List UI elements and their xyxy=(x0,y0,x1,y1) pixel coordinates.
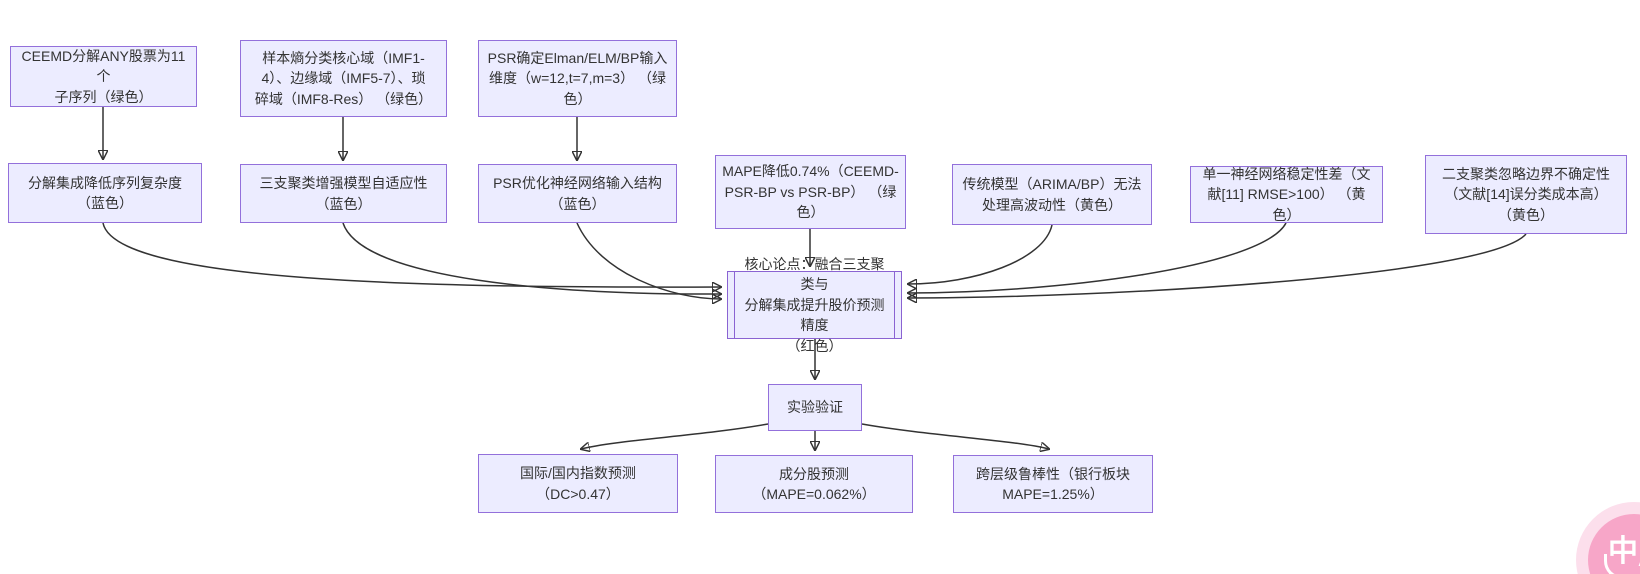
node-traditional-limit-label: 传统模型（ARIMA/BP）无法 处理高波动性（黄色） xyxy=(962,176,1142,213)
node-psr-dimension-label: PSR确定Elman/ELM/BP输入 维度（w=12,t=7,m=3） （绿 … xyxy=(487,49,668,107)
node-mape-improvement: MAPE降低0.74%（CEEMD- PSR-BP vs PSR-BP） （绿 … xyxy=(715,155,906,229)
node-single-nn-instability: 单一神经网络稳定性差（文 献[11] RMSE>100） （黄色） xyxy=(1190,166,1383,223)
node-sample-entropy-label: 样本熵分类核心域（IMF1- 4）、边缘域（IMF5-7）、琐 碎域（IMF8-… xyxy=(254,49,433,107)
node-core-thesis: 核心论点：融合三支聚类与 分解集成提升股价预测精度 （红色） xyxy=(727,256,902,354)
node-robustness: 跨层级鲁棒性（银行板块 MAPE=1.25%） xyxy=(953,455,1153,513)
translate-badge-swoosh-icon xyxy=(1604,554,1637,574)
edge-twoway-to-core xyxy=(908,233,1527,298)
node-component-prediction-label: 成分股预测 （MAPE=0.062%） xyxy=(752,465,876,503)
translate-badge-latin-glyph: A xyxy=(1638,544,1640,573)
node-single-nn-instability-label: 单一神经网络稳定性差（文 献[11] RMSE>100） （黄色） xyxy=(1202,165,1371,223)
node-two-way-limit-label: 二支聚类忽略边界不确定性 （文献[14]误分类成本高） （黄色） xyxy=(1442,165,1610,223)
translate-badge[interactable]: 中 A xyxy=(1588,514,1640,574)
node-robustness-label: 跨层级鲁棒性（银行板块 MAPE=1.25%） xyxy=(976,465,1130,503)
node-two-way-limit: 二支聚类忽略边界不确定性 （文献[14]误分类成本高） （黄色） xyxy=(1425,155,1627,234)
edge-adaptive-to-core xyxy=(342,222,721,294)
node-experiment-label: 实验验证 xyxy=(787,399,843,416)
node-experiment: 实验验证 xyxy=(768,384,862,431)
node-ceemd-decompose: CEEMD分解ANY股票为11个 子序列（绿色） xyxy=(10,46,197,107)
node-core-thesis-label: 核心论点：融合三支聚类与 分解集成提升股价预测精度 （红色） xyxy=(744,255,885,354)
node-decompose-complexity-label: 分解集成降低序列复杂度 （蓝色） xyxy=(28,174,182,212)
edge-traditional-to-core xyxy=(908,224,1053,284)
node-psr-structure-label: PSR优化神经网络输入结构 （蓝色） xyxy=(493,175,662,212)
node-index-prediction-label: 国际/国内指数预测 （DC>0.47） xyxy=(520,465,636,502)
edge-complexity-to-core xyxy=(102,222,721,287)
node-psr-structure: PSR优化神经网络输入结构 （蓝色） xyxy=(478,164,677,223)
node-psr-dimension: PSR确定Elman/ELM/BP输入 维度（w=12,t=7,m=3） （绿 … xyxy=(478,40,677,117)
edge-experiment-to-robustness xyxy=(861,423,1049,449)
node-three-way-adaptive-label: 三支聚类增强模型自适应性 （蓝色） xyxy=(259,175,428,212)
subroutine-line-left xyxy=(734,272,735,338)
node-traditional-limit: 传统模型（ARIMA/BP）无法 处理高波动性（黄色） xyxy=(952,164,1152,225)
node-index-prediction: 国际/国内指数预测 （DC>0.47） xyxy=(478,454,678,513)
node-ceemd-decompose-label: CEEMD分解ANY股票为11个 子序列（绿色） xyxy=(21,47,186,105)
node-decompose-complexity: 分解集成降低序列复杂度 （蓝色） xyxy=(8,163,202,223)
node-mape-improvement-label: MAPE降低0.74%（CEEMD- PSR-BP vs PSR-BP） （绿 … xyxy=(722,163,899,221)
node-component-prediction: 成分股预测 （MAPE=0.062%） xyxy=(715,455,913,513)
edge-structure-to-core xyxy=(576,222,721,299)
edge-singlenn-to-core xyxy=(908,222,1287,293)
subroutine-line-right xyxy=(894,272,895,338)
node-three-way-adaptive: 三支聚类增强模型自适应性 （蓝色） xyxy=(240,164,447,223)
node-sample-entropy: 样本熵分类核心域（IMF1- 4）、边缘域（IMF5-7）、琐 碎域（IMF8-… xyxy=(240,40,447,117)
edge-experiment-to-index xyxy=(581,423,769,449)
